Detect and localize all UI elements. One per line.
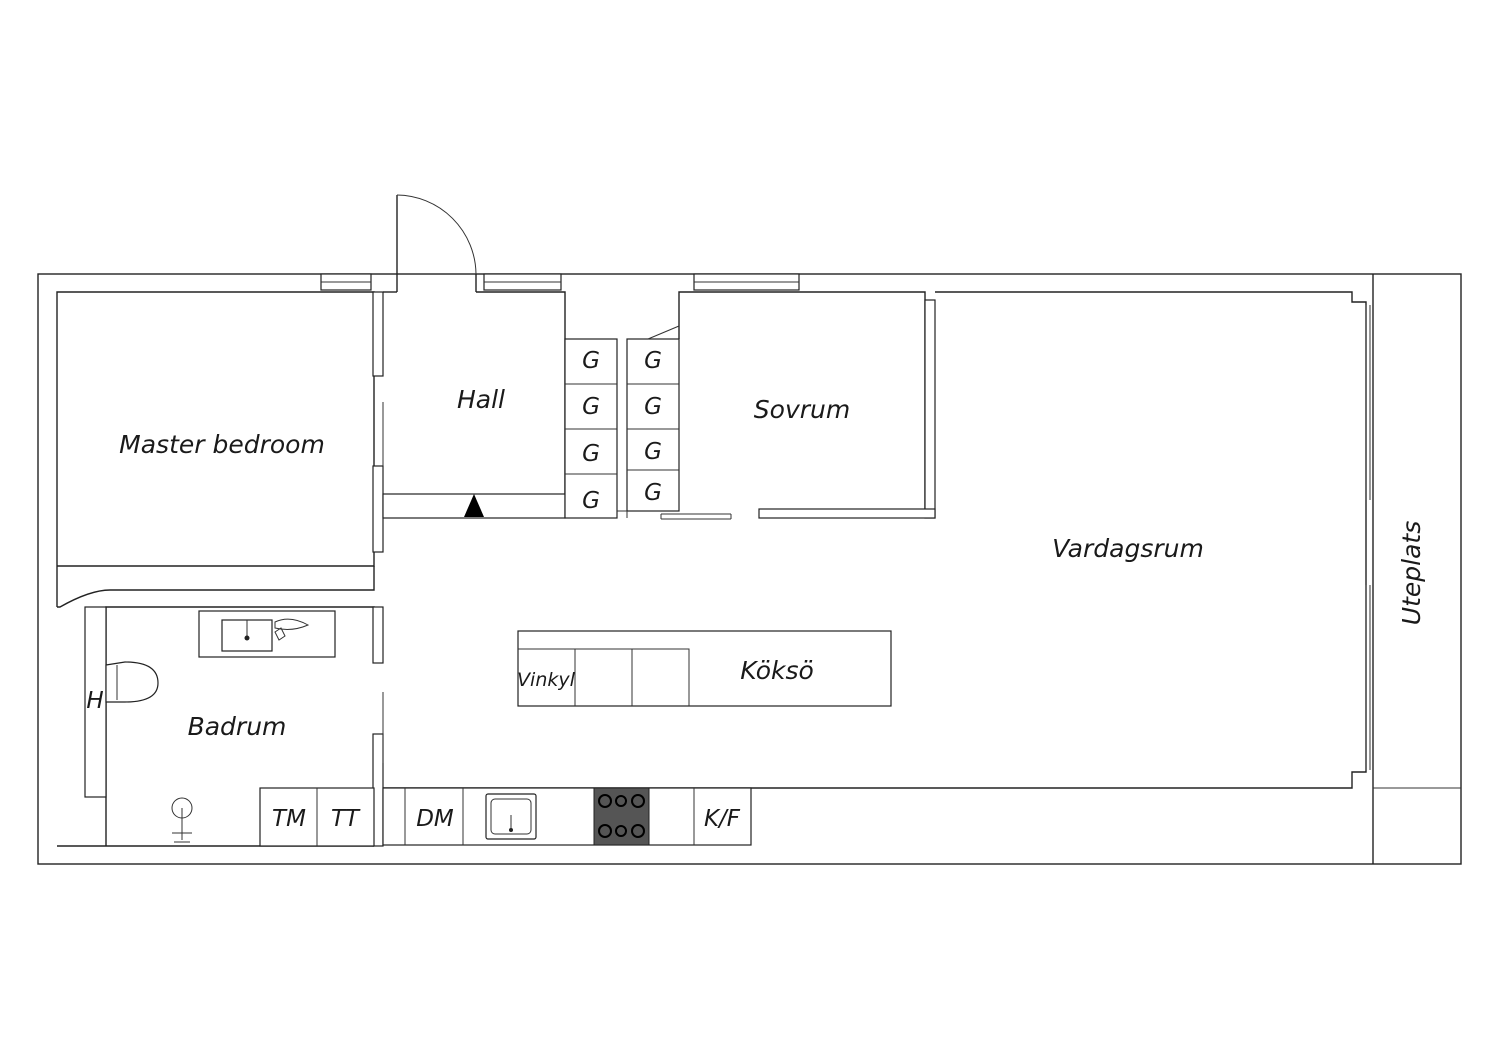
dryer-label: TT xyxy=(331,806,361,832)
sovrum-wall-right xyxy=(924,299,936,519)
kitchen-counter xyxy=(382,787,752,846)
master-closet-edge xyxy=(57,566,375,608)
outer-wall xyxy=(37,273,1462,865)
room-label-vardagsrum: Vardagsrum xyxy=(1052,534,1204,563)
dishwasher-label: DM xyxy=(416,806,454,832)
room-label-sovrum: Sovrum xyxy=(754,395,850,424)
room-label-badrum: Badrum xyxy=(188,712,287,741)
room-label-master-bedroom: Master bedroom xyxy=(119,430,325,459)
wardrobe-label: G xyxy=(582,488,600,514)
sovrum-wall-bottom xyxy=(758,508,936,519)
living-inner-wall xyxy=(383,291,1367,789)
toilet-icon xyxy=(105,661,159,703)
entrance-door-swing xyxy=(396,194,477,275)
kitchen-sink-icon xyxy=(485,793,537,840)
badrum-wall-upper xyxy=(372,606,384,664)
shower-icon xyxy=(171,797,193,843)
wardrobe-label: G xyxy=(582,441,600,467)
wardrobe-label: G xyxy=(644,480,662,506)
wardrobe-column-left xyxy=(564,338,618,519)
sovrum-door xyxy=(647,325,680,340)
heater-label: H xyxy=(86,688,103,714)
washing-machine-label: TM xyxy=(272,806,306,832)
fridge-freezer-label: K/F xyxy=(704,806,741,832)
wine-fridge-label: Vinkyl xyxy=(517,669,576,691)
entrance-marker-icon xyxy=(464,494,484,517)
room-label-koksö: Köksö xyxy=(740,656,814,685)
kitchen-island xyxy=(517,630,892,707)
wardrobe-label: G xyxy=(582,394,600,420)
stove-icon xyxy=(593,787,650,846)
master-bedroom-door-frame xyxy=(372,465,384,553)
wardrobe-label: G xyxy=(582,348,600,374)
wardrobe-column-right xyxy=(626,338,680,512)
room-label-uteplats: Uteplats xyxy=(1397,521,1426,625)
room-label-hall: Hall xyxy=(457,385,505,414)
wardrobe-label: G xyxy=(644,394,662,420)
wardrobe-label: G xyxy=(644,348,662,374)
wardrobe-label: G xyxy=(644,439,662,465)
master-bedroom-window-side xyxy=(372,291,384,377)
